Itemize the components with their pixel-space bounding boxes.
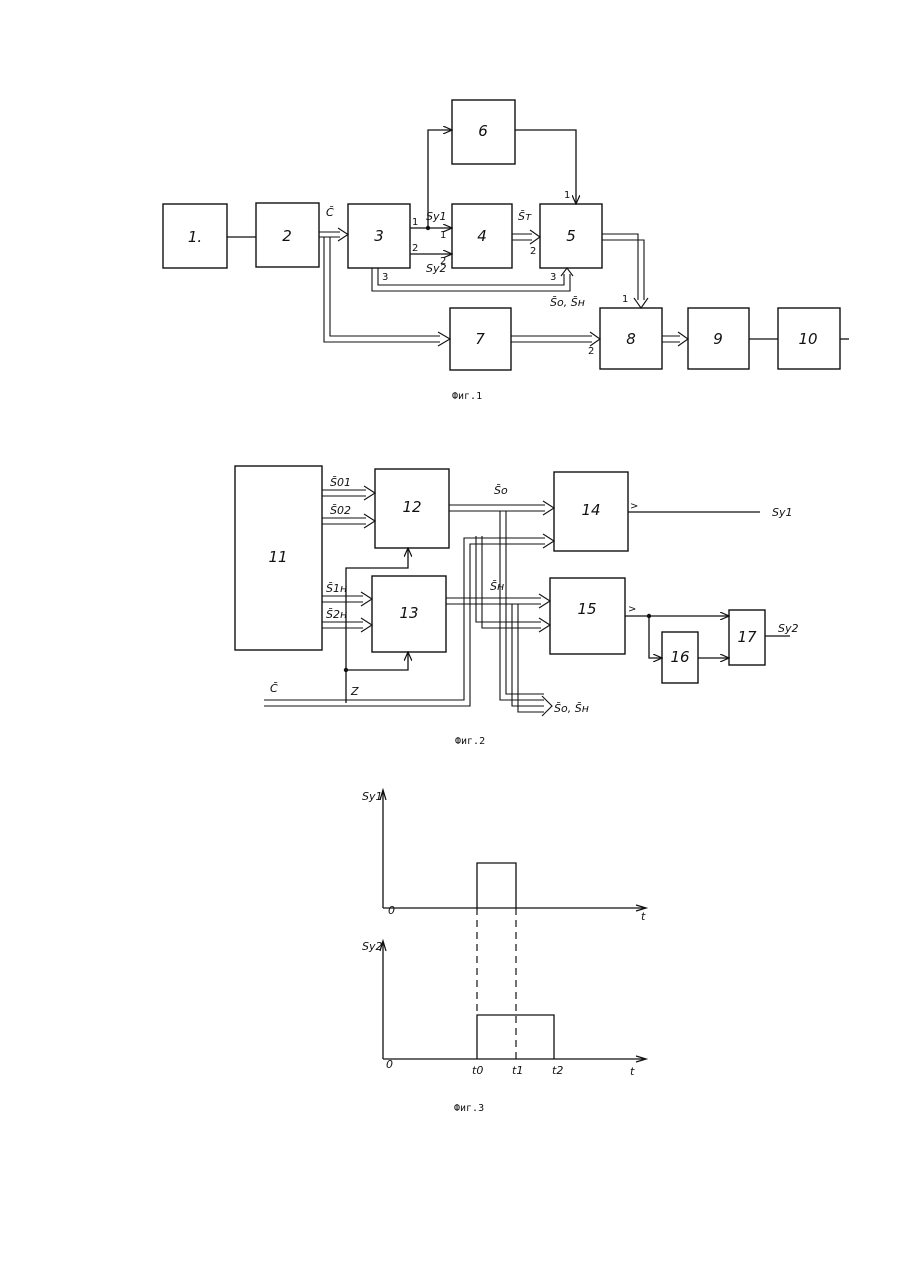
figure-3-caption: Фиг.3 [454, 1103, 484, 1114]
figure-1: 1. 2 3 4 5 6 7 8 [163, 100, 849, 402]
tick-t2: t2 [552, 1064, 563, 1077]
svg-text:13: 13 [399, 604, 418, 622]
svg-text:8: 8 [626, 330, 636, 348]
pulse-sy1 [477, 863, 516, 908]
svg-text:17: 17 [737, 628, 757, 646]
bus-4-5 [512, 230, 540, 244]
svg-text:15: 15 [577, 600, 596, 618]
block-10: 10 [778, 308, 840, 369]
signal-so-sn-label: S̄о, S̄н [554, 702, 589, 715]
block-12: 12 [375, 469, 449, 548]
link-15-16 [649, 616, 662, 658]
figure-3: Sу1 0 t Sу2 0 t t0 t1 t2 Фиг.3 [362, 790, 646, 1114]
block-17: 17 [729, 610, 765, 665]
signal-so-label: S̄о [494, 484, 508, 497]
signal-s2n-label: S̄2н [326, 608, 347, 621]
svg-text:>: > [630, 501, 638, 512]
port-3-out3: 3 [382, 272, 388, 283]
tick-t0: t0 [472, 1064, 483, 1077]
signal-s01-label: S̄01 [330, 476, 351, 489]
signal-st-label: S̄т [518, 210, 532, 223]
svg-text:12: 12 [402, 498, 421, 516]
port-5-in1: 1 [564, 190, 570, 201]
block-11: 11 [235, 466, 322, 650]
port-5-in2: 2 [530, 246, 536, 257]
signal-s02-label: S̄02 [330, 504, 351, 517]
svg-text:11: 11 [268, 548, 287, 566]
z-to-13 [346, 652, 408, 670]
port-3-out1: 1 [412, 217, 418, 228]
y2-label: Sу2 [362, 940, 383, 953]
signal-s1n-label: S̄1н [326, 582, 347, 595]
svg-text:7: 7 [475, 330, 485, 348]
bus-8-9 [662, 332, 688, 346]
svg-text:2: 2 [282, 227, 292, 245]
block-4: 4 [452, 204, 512, 268]
bus-7-8 [511, 332, 600, 346]
figure-2: 11 12 13 14 15 16 17 [235, 466, 799, 747]
block-7: 7 [450, 308, 511, 370]
svg-text:>: > [628, 604, 636, 615]
port-5-in3: 3 [550, 272, 556, 283]
bus-12-14 [449, 501, 554, 700]
svg-text:10: 10 [798, 330, 817, 348]
x2-label: t [630, 1065, 635, 1078]
block-2: 2 [256, 203, 319, 267]
port-3-out2: 2 [412, 243, 418, 254]
signal-sy2-label: Sу2 [778, 622, 799, 635]
svg-text:14: 14 [581, 501, 600, 519]
svg-text:4: 4 [477, 227, 487, 245]
signal-sn-label: S̄н [490, 580, 504, 593]
tick-t1: t1 [512, 1064, 523, 1077]
block-8: 8 [600, 308, 662, 369]
x1-label: t [641, 910, 646, 923]
svg-text:1.: 1. [188, 228, 202, 246]
figure-2-caption: Фиг.2 [455, 736, 485, 747]
block-16: 16 [662, 632, 698, 683]
block-1: 1. [163, 204, 227, 268]
svg-text:3: 3 [374, 227, 384, 245]
origin-2: 0 [386, 1058, 393, 1071]
figure-1-caption: Фиг.1 [452, 391, 482, 402]
bus-13-15 [446, 594, 552, 716]
block-13: 13 [372, 576, 446, 652]
block-15: 15 [550, 578, 625, 654]
svg-text:9: 9 [713, 330, 723, 348]
signal-sy1-label: Sу1 [772, 506, 793, 519]
signal-z-label: Z [350, 685, 359, 698]
bus-3-5 [372, 268, 573, 291]
signal-c-label: C̄ [270, 682, 278, 695]
svg-text:6: 6 [478, 122, 488, 140]
block-9: 9 [688, 308, 749, 369]
signal-sy1-label: Sу1 [426, 210, 447, 223]
block-3: 3 [348, 204, 410, 268]
svg-text:16: 16 [670, 648, 689, 666]
origin-1: 0 [388, 904, 395, 917]
port-4-in1: 1 [440, 230, 446, 241]
port-4-in2: 2 [440, 256, 446, 267]
signal-so-sn-label: S̄о, S̄н [550, 296, 585, 309]
block-14: 14 [554, 472, 628, 551]
block-5: 5 [540, 204, 602, 268]
port-8-in2: 2 [588, 346, 594, 357]
block-6: 6 [452, 100, 515, 164]
svg-text:5: 5 [566, 227, 576, 245]
y1-label: Sу1 [362, 790, 383, 803]
signal-c-label: C̄ [326, 206, 334, 219]
port-8-in1: 1 [622, 294, 628, 305]
